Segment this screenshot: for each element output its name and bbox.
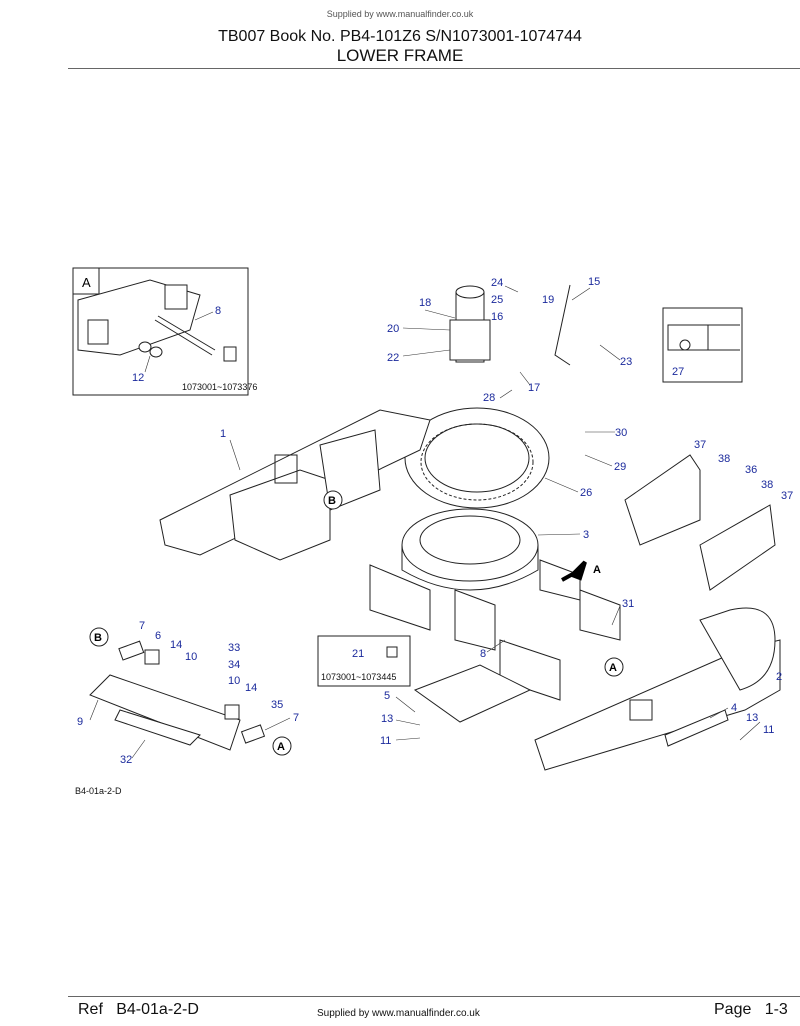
callout: 21 bbox=[352, 648, 364, 660]
view-marker: A bbox=[277, 741, 285, 753]
callout: 37 bbox=[694, 439, 706, 451]
callout: 25 bbox=[491, 294, 503, 306]
callout: 10 bbox=[228, 675, 240, 687]
header-title: TB007 Book No. PB4-101Z6 S/N1073001-1074… bbox=[218, 28, 582, 45]
left-track-frame bbox=[159, 409, 431, 561]
callout: 17 bbox=[528, 382, 540, 394]
callout: 32 bbox=[120, 754, 132, 766]
callout: 14 bbox=[170, 639, 182, 651]
callout: 38 bbox=[761, 479, 773, 491]
inset-seal-detail bbox=[662, 307, 743, 383]
callout: 26 bbox=[580, 487, 592, 499]
watermark: Supplied by www.manualfinder.co.uk bbox=[326, 9, 474, 19]
right-track-frame bbox=[499, 589, 781, 771]
page-number: Page 1-3 bbox=[714, 1001, 788, 1018]
swing-ring bbox=[404, 407, 550, 509]
header-divider bbox=[68, 68, 800, 69]
footer-ref: Ref B4-01a-2-D bbox=[78, 1001, 199, 1018]
callout: 38 bbox=[718, 453, 730, 465]
callout: 30 bbox=[615, 427, 627, 439]
callout: 3 bbox=[583, 529, 589, 541]
equalizer-bar-assembly bbox=[89, 640, 266, 751]
callout: 34 bbox=[228, 659, 240, 671]
view-marker: B bbox=[94, 632, 102, 644]
callout: 2 bbox=[776, 671, 782, 683]
view-marker: A bbox=[609, 662, 617, 674]
view-arrow-icon bbox=[561, 560, 587, 582]
callout: 28 bbox=[483, 392, 495, 404]
callouts: 8 12 15 24 25 19 18 16 20 22 23 17 28 27… bbox=[77, 276, 793, 766]
view-marker: B bbox=[328, 495, 336, 507]
callout: 7 bbox=[293, 712, 299, 724]
callout: 13 bbox=[381, 713, 393, 725]
inset-a: A 1073001~1073376 bbox=[72, 267, 257, 396]
callout: 9 bbox=[77, 716, 83, 728]
inset-a-label: A bbox=[82, 275, 91, 290]
figure-code: B4-01a-2-D bbox=[75, 786, 122, 796]
callout: 14 bbox=[245, 682, 257, 694]
callout: 24 bbox=[491, 277, 503, 289]
callout: 8 bbox=[215, 305, 221, 317]
callout: 19 bbox=[542, 294, 554, 306]
callout: 16 bbox=[491, 311, 503, 323]
callout: 7 bbox=[139, 620, 145, 632]
page-title: LOWER FRAME bbox=[336, 46, 464, 65]
view-markers: A B B A A bbox=[89, 490, 624, 756]
center-frame bbox=[369, 508, 581, 651]
view-marker: A bbox=[593, 564, 601, 576]
track-covers bbox=[624, 454, 776, 591]
callout: 37 bbox=[781, 490, 793, 502]
callout: 35 bbox=[271, 699, 283, 711]
callout: 5 bbox=[384, 690, 390, 702]
footer-divider bbox=[68, 996, 800, 997]
inset-serial: 1073001~1073445 bbox=[321, 672, 396, 682]
callout: 6 bbox=[155, 630, 161, 642]
callout: 4 bbox=[731, 702, 737, 714]
callout: 29 bbox=[614, 461, 626, 473]
callout: 18 bbox=[419, 297, 431, 309]
callout: 33 bbox=[228, 642, 240, 654]
inset-bolt-detail: 1073001~1073445 bbox=[317, 635, 411, 687]
callout: 10 bbox=[185, 651, 197, 663]
callout: 22 bbox=[387, 352, 399, 364]
callout: 12 bbox=[132, 372, 144, 384]
callout: 31 bbox=[622, 598, 634, 610]
swivel-joint bbox=[449, 284, 571, 366]
callout: 23 bbox=[620, 356, 632, 368]
callout: 8 bbox=[480, 648, 486, 660]
inset-a-serial: 1073001~1073376 bbox=[182, 382, 257, 392]
callout: 11 bbox=[763, 724, 774, 736]
footer-supplied: Supplied by www.manualfinder.co.uk bbox=[317, 1008, 480, 1019]
side-plate bbox=[664, 709, 729, 747]
callout: 20 bbox=[387, 323, 399, 335]
callout: 13 bbox=[746, 712, 758, 724]
callout: 11 bbox=[380, 735, 391, 747]
leader-lines bbox=[89, 285, 761, 759]
callout: 36 bbox=[745, 464, 757, 476]
callout: 1 bbox=[220, 428, 226, 440]
under-cover bbox=[413, 664, 532, 723]
callout: 15 bbox=[588, 276, 600, 288]
callout: 27 bbox=[672, 366, 684, 378]
